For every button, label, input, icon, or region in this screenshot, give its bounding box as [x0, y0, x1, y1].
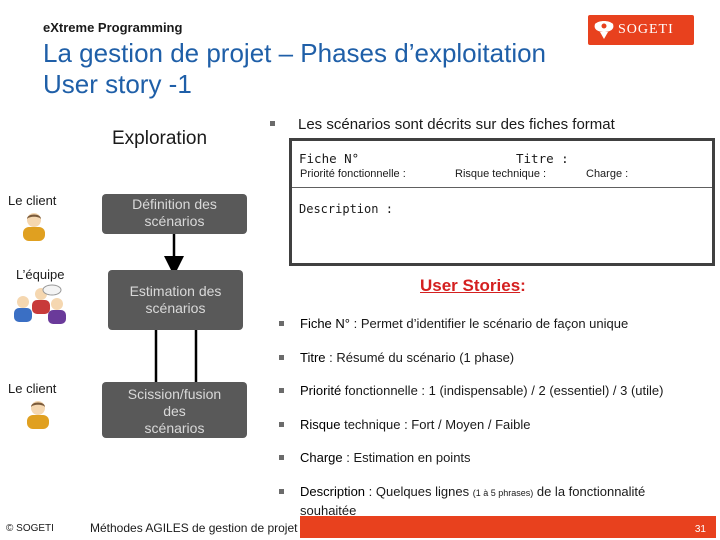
team-icon	[14, 284, 66, 324]
header-subtitle: eXtreme Programming	[43, 20, 183, 35]
flow-lines	[154, 234, 198, 382]
person-icon	[27, 401, 49, 429]
list-item: Titre : Résumé du scénario (1 phase)	[300, 350, 515, 365]
logo-mark-icon	[594, 21, 614, 39]
bullet-icon	[279, 355, 284, 360]
phase-box-estimation: Estimation des scénarios	[108, 270, 243, 330]
card-description: Description :	[299, 202, 393, 216]
card-risque: Risque technique :	[455, 168, 547, 180]
bullet-icon	[279, 388, 284, 393]
sogeti-logo: SOGETI	[588, 15, 694, 45]
list-item: Priorité fonctionnelle : 1 (indispensabl…	[300, 383, 664, 398]
footer-course: Méthodes AGILES de gestion de projet	[90, 521, 298, 535]
page-title: La gestion de projet – Phases d’exploita…	[43, 38, 546, 100]
footer-bar	[300, 516, 716, 538]
list-item: Fiche N° : Permet d’identifier le scénar…	[300, 316, 629, 331]
card-fiche: Fiche N°	[299, 151, 360, 166]
intro-text: Les scénarios sont décrits sur des fiche…	[298, 116, 615, 133]
user-stories-heading: User Stories:	[420, 276, 526, 295]
bullet-icon	[279, 422, 284, 427]
card-charge: Charge :	[586, 168, 629, 180]
title-line-1: La gestion de projet – Phases d’exploita…	[43, 38, 547, 68]
bullet-icon	[279, 321, 284, 326]
story-card: Fiche N° Titre : Priorité fonctionnelle …	[289, 138, 715, 266]
phase-box-definition: Définition des scénarios	[102, 194, 247, 234]
phase-label: Exploration	[112, 128, 208, 149]
card-priorite: Priorité fonctionnelle :	[300, 168, 406, 180]
footer-copyright: © SOGETI	[6, 523, 54, 534]
bullet-icon	[279, 489, 284, 494]
person-icon	[23, 213, 45, 241]
list-item: Description : Quelques lignes (1 à 5 phr…	[300, 484, 646, 518]
bullet-icon	[279, 455, 284, 460]
role-team: L’équipe	[16, 267, 65, 282]
list-item: Charge : Estimation en points	[300, 450, 471, 465]
role-client-2: Le client	[8, 381, 57, 396]
phase-box-scission: Scission/fusion des scénarios	[102, 382, 247, 438]
role-client-1: Le client	[8, 193, 57, 208]
page-number: 31	[694, 524, 706, 535]
card-divider	[292, 187, 712, 188]
list-item: Risque technique : Fort / Moyen / Faible	[300, 417, 531, 432]
card-titre: Titre :	[516, 151, 569, 166]
bullet-icon	[270, 121, 275, 126]
title-line-2: User story -1	[43, 69, 192, 99]
